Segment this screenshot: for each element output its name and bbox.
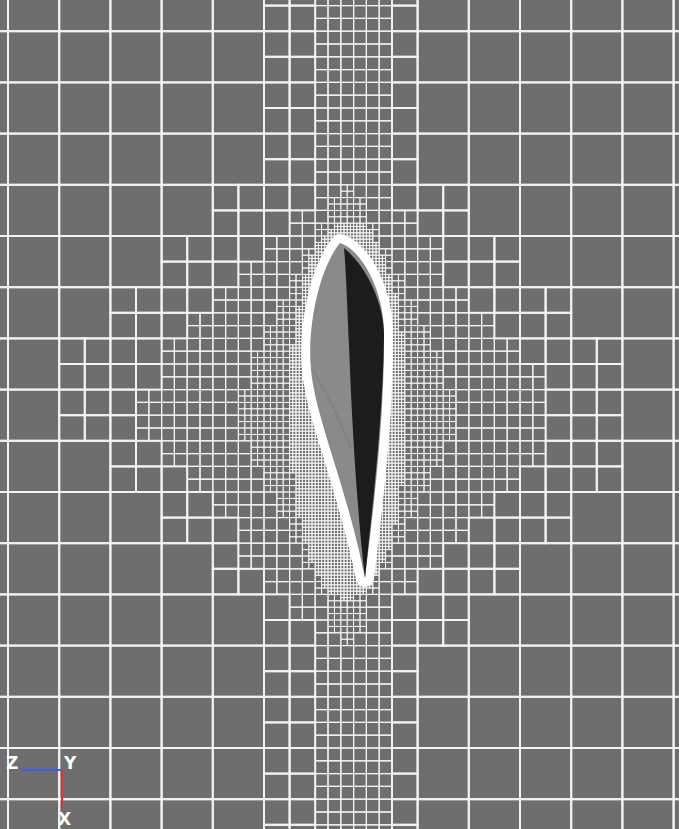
mesh-illustration [0, 0, 679, 829]
mesh-view: ZYX [0, 0, 679, 829]
